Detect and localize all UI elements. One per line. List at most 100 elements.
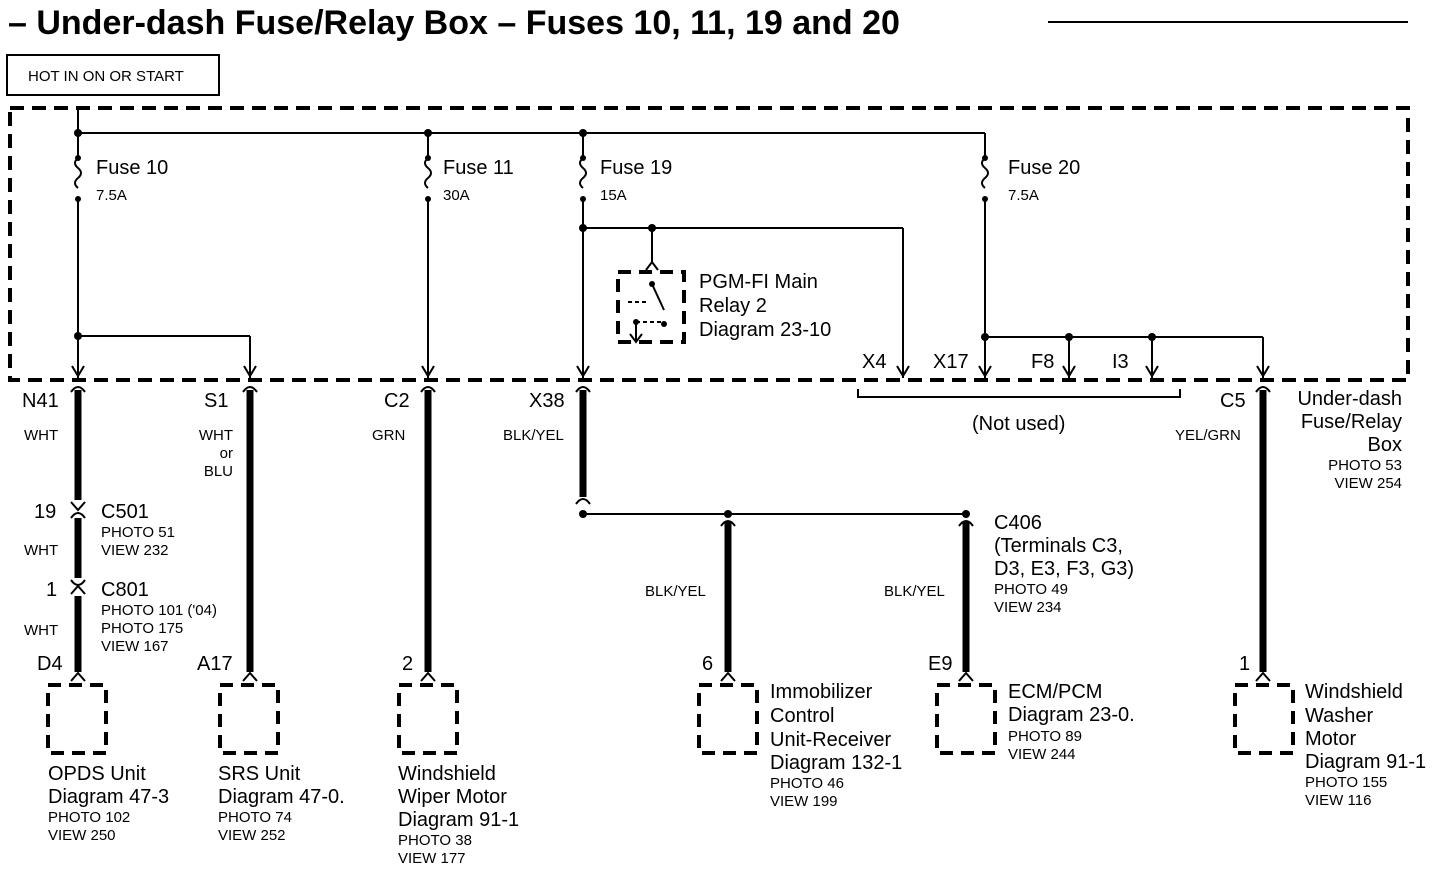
terminal-x38: X38: [529, 390, 565, 412]
washer-line3: Motor: [1305, 728, 1356, 750]
box-label-line3: Box: [1368, 434, 1402, 456]
s1-arrow: [243, 365, 257, 378]
srs-view: VIEW 252: [218, 827, 286, 844]
box-label-line2: Fuse/Relay: [1301, 411, 1402, 433]
i3-arrow: [1145, 365, 1159, 378]
box-connector-hooks: [70, 386, 1271, 393]
washer-line2: Washer: [1305, 705, 1374, 727]
wire-color-n41: WHT: [24, 427, 58, 444]
fuse-11-rating: 30A: [443, 187, 470, 204]
f8-arrow: [1062, 365, 1076, 378]
relay-line2: Relay 2: [699, 295, 767, 317]
srs-unit-box: [218, 683, 280, 755]
washer-line4: Diagram 91-1: [1305, 751, 1426, 773]
c2-arrow: [421, 365, 435, 378]
fuse-20-rating: 7.5A: [1008, 187, 1039, 204]
immobilizer-line4: Diagram 132-1: [770, 752, 902, 774]
washer-pin: 1: [1239, 653, 1250, 675]
immobilizer-photo: PHOTO 46: [770, 775, 844, 792]
srs-line2: Diagram 47-0.: [218, 786, 345, 808]
c801-photo1: PHOTO 101 ('04): [101, 602, 217, 619]
srs-line1: SRS Unit: [218, 763, 301, 785]
box-view: VIEW 254: [1334, 475, 1402, 492]
washer-photo: PHOTO 155: [1305, 774, 1387, 791]
srs-photo: PHOTO 74: [218, 809, 292, 826]
fuse-11-name: Fuse 11: [443, 157, 514, 179]
terminal-i3: I3: [1112, 351, 1129, 373]
wiper-motor-box: [397, 683, 459, 755]
opds-unit-box: [46, 683, 108, 755]
c501-pin: 19: [34, 501, 56, 523]
opds-pin: D4: [37, 653, 63, 675]
relay-line3: Diagram 23-10: [699, 319, 831, 341]
c801-photo2: PHOTO 175: [101, 620, 183, 637]
hot-label: HOT IN ON OR START: [28, 68, 184, 85]
wire-color-c2: GRN: [372, 427, 405, 444]
ecm-line1: ECM/PCM: [1008, 681, 1102, 703]
c406-line2: (Terminals C3,: [994, 535, 1123, 557]
wiper-view: VIEW 177: [398, 850, 466, 867]
srs-pin: A17: [197, 653, 233, 675]
c5-arrow: [1256, 365, 1270, 378]
c406-view: VIEW 234: [994, 599, 1062, 616]
n41-arrow: [71, 365, 85, 378]
immobilizer-line3: Unit-Receiver: [770, 729, 891, 751]
wiper-photo: PHOTO 38: [398, 832, 472, 849]
wire-color-c501: WHT: [24, 542, 58, 559]
c501-name: C501: [101, 501, 149, 523]
washer-view: VIEW 116: [1305, 792, 1371, 809]
c501-view: VIEW 232: [101, 542, 169, 559]
immobilizer-pin: 6: [702, 653, 713, 675]
opds-line2: Diagram 47-3: [48, 786, 169, 808]
page-title: – Under-dash Fuse/Relay Box – Fuses 10, …: [8, 4, 900, 42]
x4-arrow: [896, 365, 910, 378]
wire-color-c5: YEL/GRN: [1175, 427, 1241, 444]
wire-color-imm: BLK/YEL: [645, 583, 706, 600]
washer-motor-box: [1233, 683, 1295, 755]
x17-arrow: [978, 365, 992, 378]
fuse-11: [424, 133, 432, 202]
component-pin-arrows: [70, 671, 1271, 682]
terminal-f8: F8: [1031, 351, 1054, 373]
c501-connector: [70, 501, 86, 519]
fuse-19: [579, 133, 587, 202]
wire-color-x38: BLK/YEL: [503, 427, 564, 444]
ecm-view: VIEW 244: [1008, 746, 1076, 763]
ecm-photo: PHOTO 89: [1008, 728, 1082, 745]
c406-line3: D3, E3, F3, G3): [994, 558, 1134, 580]
c801-pin: 1: [46, 579, 57, 601]
relay-line1: PGM-FI Main: [699, 271, 818, 293]
pgm-fi-relay-symbol: [616, 260, 686, 344]
wiper-line1: Windshield: [398, 763, 496, 785]
fuse-20: [981, 133, 989, 202]
wire-color-s1-c: BLU: [204, 463, 233, 480]
c501-photo: PHOTO 51: [101, 524, 175, 541]
c406-name: C406: [994, 512, 1042, 534]
ecm-pcm-box: [935, 683, 997, 755]
wire-color-s1-b: or: [220, 445, 233, 462]
fuse-19-name: Fuse 19: [600, 157, 672, 179]
fuse-10-name: Fuse 10: [96, 157, 168, 179]
wiper-line3: Diagram 91-1: [398, 809, 519, 831]
opds-line1: OPDS Unit: [48, 763, 146, 785]
c801-connector: [70, 579, 86, 595]
terminal-c2: C2: [384, 390, 410, 412]
fuse-relay-box-outline: [8, 106, 1410, 382]
c406-photo: PHOTO 49: [994, 581, 1068, 598]
opds-view: VIEW 250: [48, 827, 116, 844]
immobilizer-line1: Immobilizer: [770, 681, 873, 703]
terminal-x4: X4: [862, 351, 886, 373]
terminal-x17: X17: [933, 351, 969, 373]
immobilizer-box: [697, 683, 759, 755]
immobilizer-line2: Control: [770, 705, 834, 727]
ecm-pin: E9: [928, 653, 952, 675]
not-used-label: (Not used): [972, 413, 1065, 435]
immobilizer-view: VIEW 199: [770, 793, 838, 810]
not-used-bracket: [857, 389, 1181, 398]
x38-splice: [575, 498, 974, 527]
washer-line1: Windshield: [1305, 681, 1403, 703]
wire-color-c801: WHT: [24, 622, 58, 639]
terminal-c5: C5: [1220, 390, 1246, 412]
c801-name: C801: [101, 579, 149, 601]
